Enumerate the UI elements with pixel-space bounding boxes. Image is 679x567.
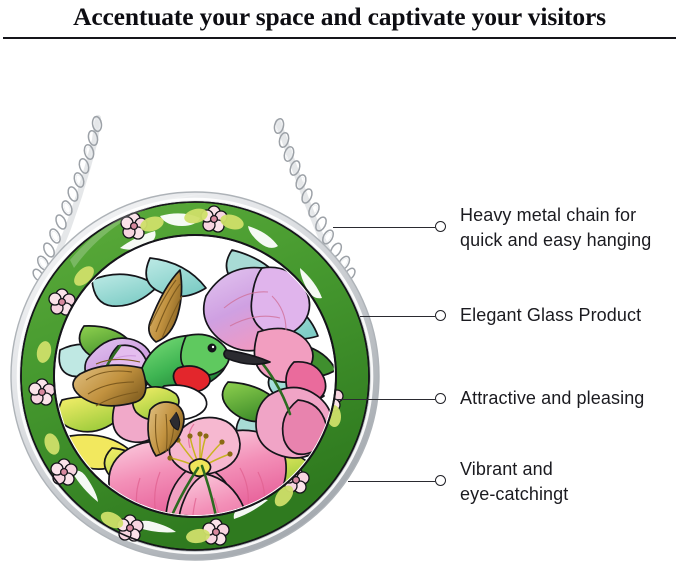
stained-glass-scene (57, 249, 334, 515)
hummingbird-eye (207, 343, 217, 353)
callout-marker-attractive[interactable] (435, 393, 446, 404)
leader-line-attractive (336, 399, 435, 401)
hummingbird (72, 269, 271, 457)
callout-label-attractive: Attractive and pleasing (460, 388, 645, 408)
hummingbird-beak (223, 349, 271, 366)
callout-label-chain: Heavy metal chain for quick and easy han… (460, 205, 652, 250)
hummingbird-lower-wing (72, 364, 147, 407)
header-divider (3, 37, 676, 39)
secondary-pink-bloom (255, 386, 333, 459)
inner-ring-outline (53, 234, 337, 518)
glass-highlight (70, 193, 220, 268)
hummingbird-head (180, 333, 230, 377)
callout-label-glass: Elegant Glass Product (460, 305, 642, 325)
product-image (0, 100, 400, 567)
chain-links-left (32, 115, 103, 282)
callout-marker-vibrant[interactable] (435, 475, 446, 486)
callout-label-vibrant: Vibrant and eye-catchingt (460, 459, 569, 504)
callout-marker-glass[interactable] (435, 310, 446, 321)
leader-line-chain (333, 227, 435, 229)
leader-line-vibrant (348, 481, 435, 483)
hummingbird-foot (169, 411, 181, 431)
hummingbird-upper-wing (148, 269, 183, 343)
callout-marker-chain[interactable] (435, 221, 446, 232)
header: Accentuate your space and captivate your… (0, 0, 679, 44)
page-title: Accentuate your space and captivate your… (73, 2, 606, 31)
leader-line-glass (360, 316, 435, 318)
